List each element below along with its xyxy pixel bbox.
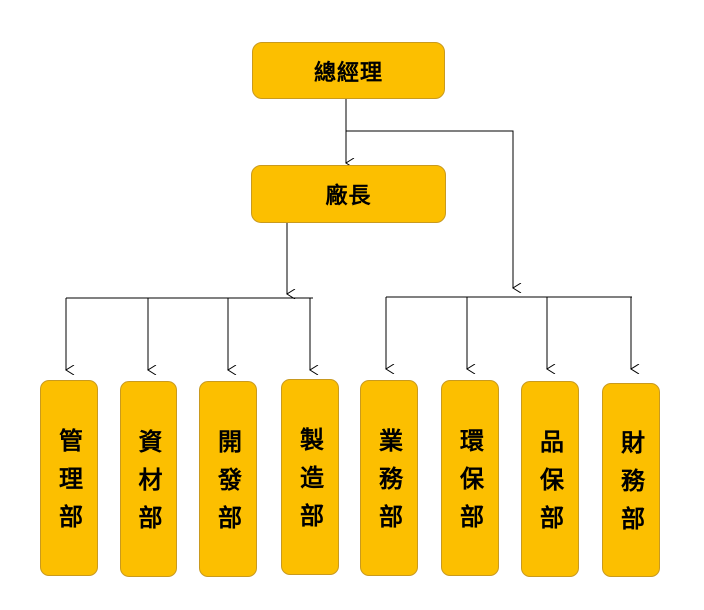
- department-label: 品保部: [535, 429, 565, 543]
- department-label: 開發部: [213, 429, 243, 543]
- gm-to-right-branch-line: [346, 130, 513, 288]
- factory-director-label: 廠長: [325, 183, 372, 209]
- department-box: 品保部: [521, 381, 579, 577]
- department-box: 製造部: [281, 379, 339, 575]
- department-box: 環保部: [441, 380, 499, 576]
- department-box: 資材部: [120, 381, 177, 577]
- department-label: 管理部: [54, 428, 84, 542]
- department-label: 資材部: [134, 429, 163, 543]
- department-label: 製造部: [295, 427, 325, 541]
- department-box: 業務部: [360, 380, 418, 576]
- factory-director-box: 廠長: [251, 165, 446, 223]
- department-label: 業務部: [374, 428, 404, 542]
- general-manager-label: 總經理: [313, 59, 383, 86]
- department-label: 環保部: [455, 428, 485, 542]
- department-label: 財務部: [616, 430, 646, 544]
- department-box: 開發部: [199, 381, 257, 577]
- department-box: 管理部: [40, 380, 98, 576]
- general-manager-box: 總經理: [252, 42, 445, 99]
- department-box: 財務部: [602, 383, 660, 577]
